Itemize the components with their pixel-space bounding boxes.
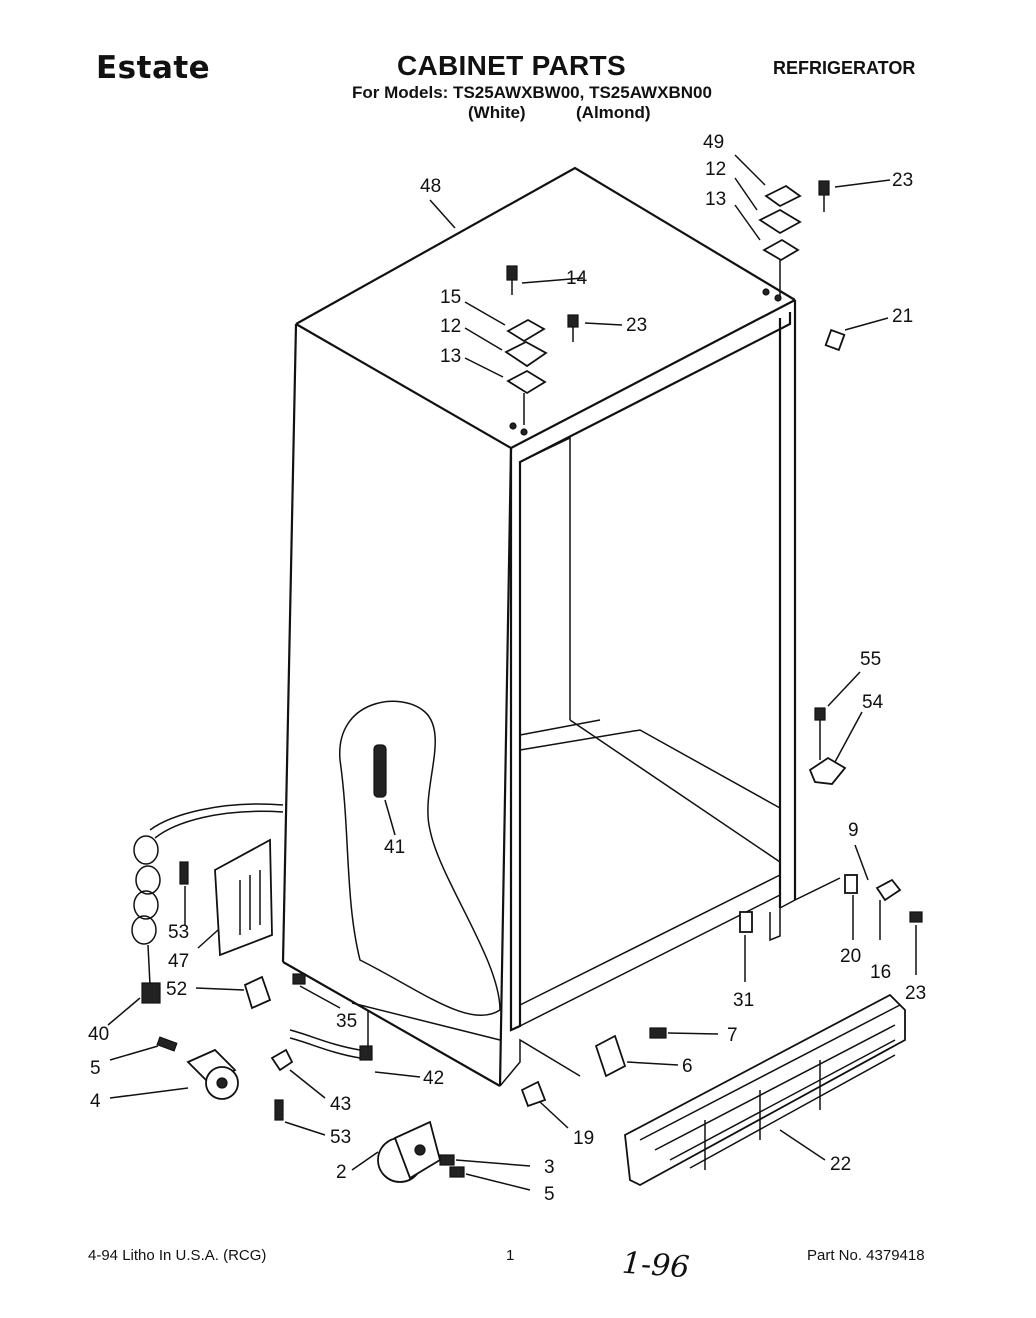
color-white-label: (White) — [468, 103, 526, 122]
callout-40: 40 — [88, 1024, 109, 1045]
drain-tube — [270, 1010, 373, 1121]
roller-left — [156, 1036, 239, 1100]
callout-21: 21 — [892, 306, 913, 327]
callout-54: 54 — [862, 692, 884, 713]
leveler-parts-center — [520, 1027, 667, 1108]
models-line: For Models: TS25AWXBW00, TS25AWXBN00 — [352, 83, 712, 102]
callout-23b: 23 — [626, 315, 647, 336]
callout-47: 47 — [168, 951, 189, 972]
hinge-top-right — [758, 180, 846, 352]
callout-5: 5 — [90, 1058, 101, 1079]
callout-19: 19 — [573, 1128, 594, 1149]
callout-leaders — [107, 154, 917, 1191]
part-number: Part No. 4379418 — [807, 1247, 925, 1264]
power-cord — [131, 803, 284, 1004]
callout-9: 9 — [848, 820, 859, 841]
callout-13b: 13 — [440, 346, 461, 367]
callout-2: 2 — [336, 1162, 347, 1183]
callout-14: 14 — [566, 268, 588, 289]
callout-15: 15 — [440, 287, 461, 308]
callout-35: 35 — [336, 1011, 357, 1032]
callout-42: 42 — [423, 1068, 444, 1089]
callout-55: 55 — [860, 649, 881, 670]
callout-16: 16 — [870, 962, 891, 983]
callout-41: 41 — [384, 837, 405, 858]
product-type: REFRIGERATOR — [773, 58, 916, 78]
callout-4: 4 — [90, 1091, 101, 1112]
spring-part — [373, 744, 387, 798]
roller-front — [377, 1120, 465, 1183]
litho-note: 4-94 Litho In U.S.A. (RCG) — [88, 1247, 267, 1264]
bracket-right — [808, 707, 847, 785]
callout-49: 49 — [703, 132, 724, 153]
color-almond-label: (Almond) — [576, 103, 651, 122]
electrical-bracket — [179, 838, 306, 1010]
callout-12b: 12 — [440, 316, 461, 337]
callout-23: 23 — [892, 170, 913, 191]
hinge-top-center — [504, 265, 579, 436]
callout-13: 13 — [705, 189, 726, 210]
callout-6: 6 — [682, 1056, 693, 1077]
callout-3: 3 — [544, 1157, 555, 1178]
callout-52: 52 — [166, 979, 187, 1000]
cabinet-shell — [281, 166, 841, 1087]
brand-logo: Estate — [96, 50, 211, 86]
callout-31: 31 — [733, 990, 754, 1011]
callout-23c: 23 — [905, 983, 926, 1004]
page-number: 1 — [506, 1247, 515, 1264]
callout-22: 22 — [830, 1154, 851, 1175]
page-title: CABINET PARTS — [397, 50, 626, 81]
leveler-parts-right — [739, 874, 923, 933]
callout-7: 7 — [727, 1025, 738, 1046]
callout-5b: 5 — [544, 1184, 555, 1205]
handwritten-note: 1-96 — [620, 1245, 691, 1286]
callout-12: 12 — [705, 159, 726, 180]
callout-48: 48 — [420, 176, 441, 197]
callout-53b: 53 — [330, 1127, 351, 1148]
callout-43: 43 — [330, 1094, 351, 1115]
callout-20: 20 — [840, 946, 861, 967]
callout-labels: 48 49 12 13 23 14 15 12 23 13 21 55 54 4… — [88, 132, 926, 1205]
base-grille — [624, 993, 906, 1187]
callout-53: 53 — [168, 922, 189, 943]
